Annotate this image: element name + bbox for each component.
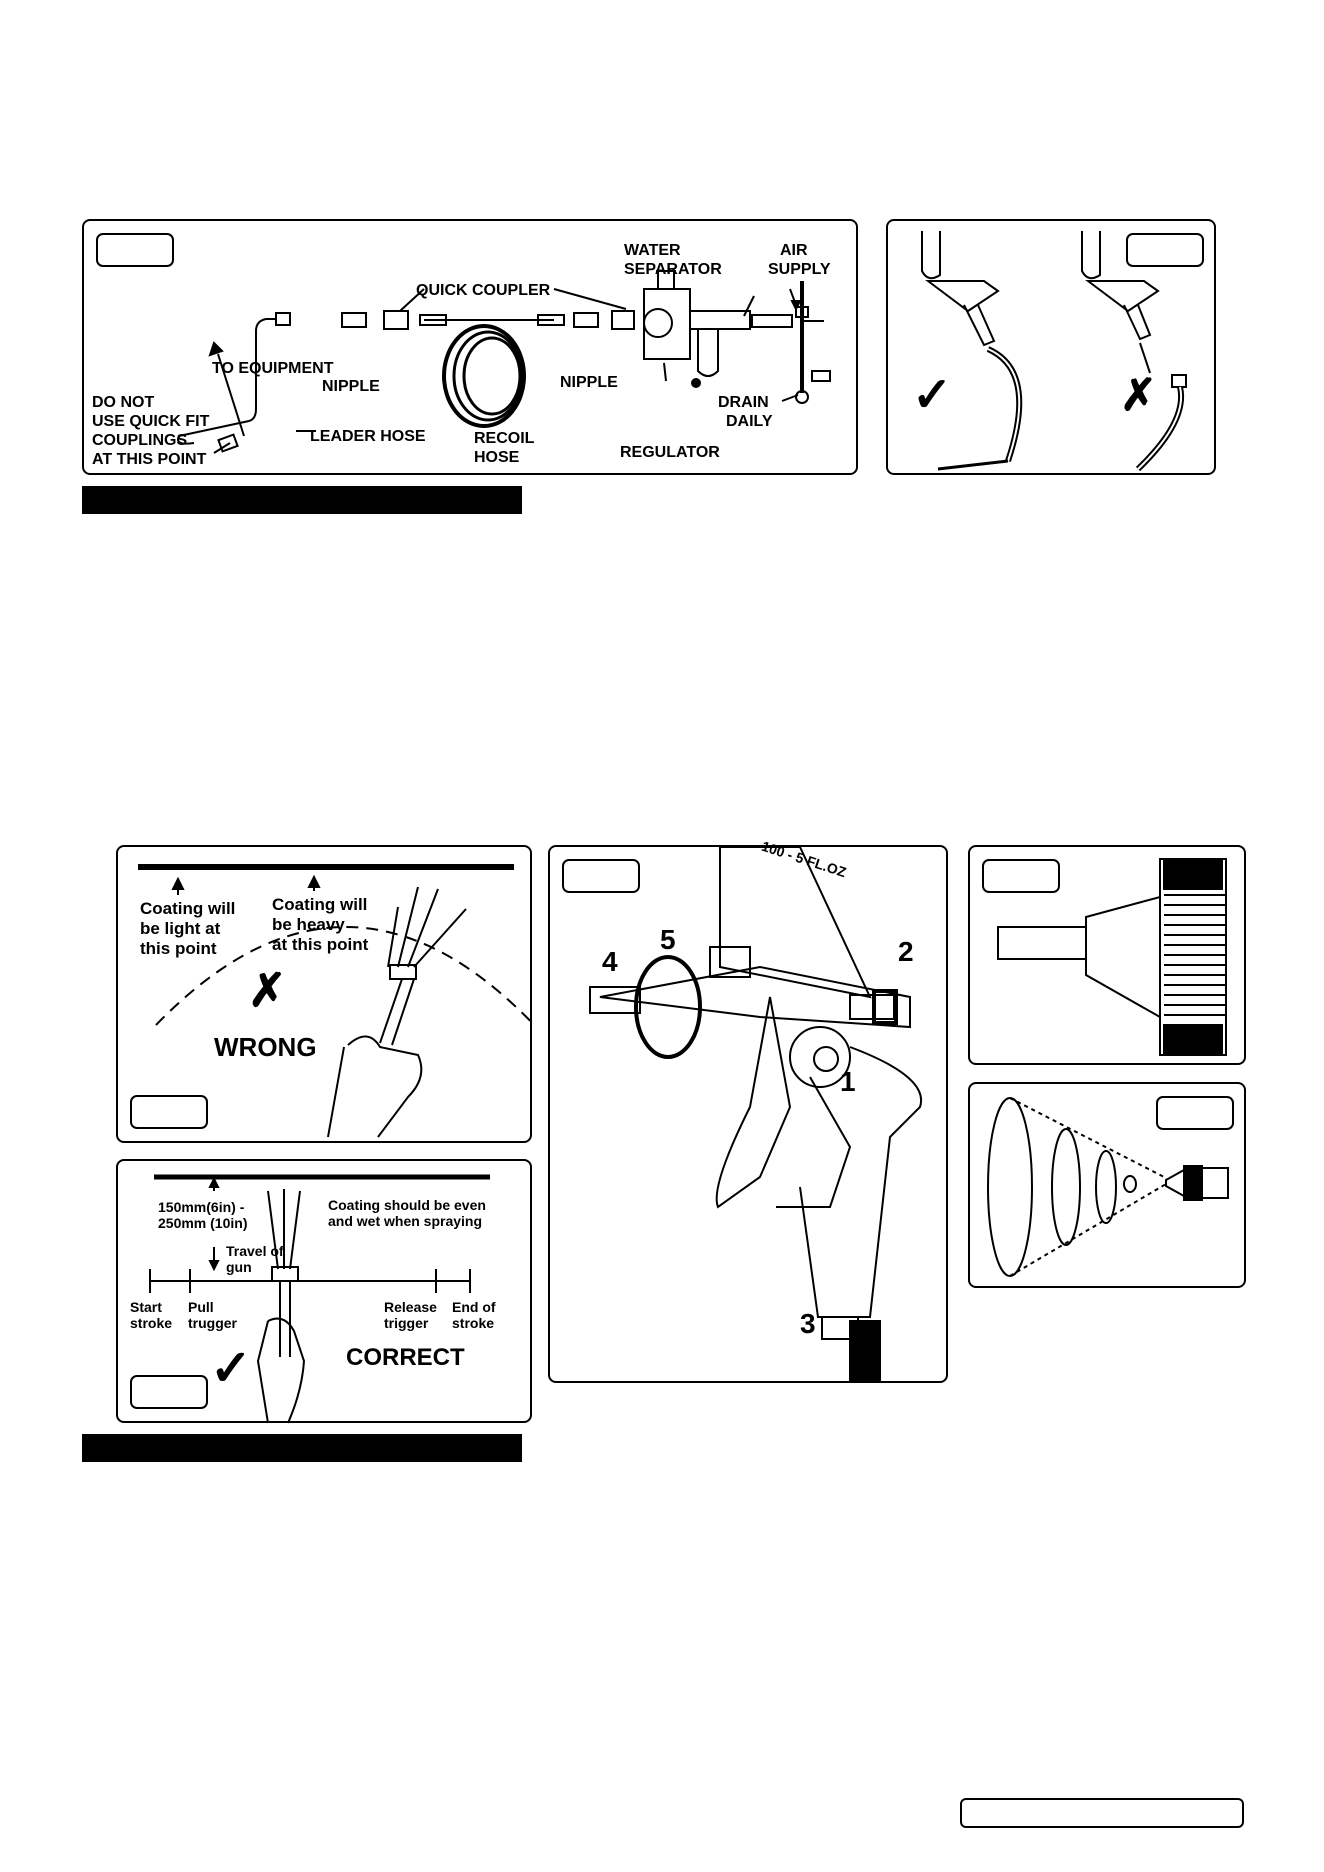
figure-air-cap [968,845,1246,1065]
label-heavy-2: be heavy [272,915,345,934]
label-end-2: stroke [452,1315,495,1331]
figure-number-tag [1156,1096,1234,1130]
spray-pattern-diagram [987,1097,1229,1277]
label-distance-1: 150mm(6in) - [158,1199,245,1215]
figure-number-tag [562,859,640,893]
label-drain-1: DRAIN [718,394,769,411]
hose-connection-diagram [921,231,1187,472]
label-do-not-4: AT THIS POINT [92,451,207,468]
callout-1: 1 [840,1066,856,1097]
coupler-left-shape [383,310,409,330]
label-recoil-2: HOSE [474,449,520,466]
label-end-1: End of [452,1299,496,1315]
label-do-not-3: COUPLINGS [92,432,188,449]
label-nipple-right: NIPPLE [560,374,618,391]
label-heavy-3: at this point [272,935,369,954]
figure-number-tag [96,233,174,267]
label-quick-coupler: QUICK COUPLER [416,282,551,299]
check-mark-icon: ✓ [210,1340,252,1396]
label-light-2: be light at [140,919,221,938]
label-heavy-1: Coating will [272,895,368,914]
label-light-3: this point [140,939,217,958]
label-regulator: REGULATOR [620,444,720,461]
spray-gun-icon [589,847,923,1382]
label-correct: CORRECT [346,1344,465,1371]
figure-number-tag [1126,233,1204,267]
callout-4: 4 [602,946,618,977]
cross-mark-icon: ✗ [248,964,287,1016]
leader-hose-fitting [275,312,291,326]
figure-number-tag [130,1095,208,1129]
figure-number-tag [130,1375,208,1409]
label-release-2: trigger [384,1315,429,1331]
label-release-1: Release [384,1299,437,1315]
figure-number-tag [982,859,1060,893]
label-start-2: stroke [130,1315,173,1331]
label-recoil-1: RECOIL [474,430,535,447]
label-light-1: Coating will [140,899,236,918]
label-nipple-left: NIPPLE [322,378,380,395]
label-start-1: Start [130,1299,162,1315]
label-water-1: WATER [624,242,681,259]
figure-spray-gun-parts: 100 - 5 FL.OZ 1 2 3 4 5 [548,838,948,1383]
footer-page-box [960,1798,1244,1828]
figure-correct-technique: 150mm(6in) - 250mm (10in) Coating should… [116,1159,532,1424]
leader-hose-line [177,318,276,445]
label-travel-2: gun [226,1259,252,1275]
label-water-2: SEPARATOR [624,261,722,278]
section-heading-bar [82,1434,522,1462]
label-pull-2: trugger [188,1315,237,1331]
callout-5: 5 [660,924,676,955]
label-air-2: SUPPLY [768,261,831,278]
check-mark-icon: ✓ [912,369,953,422]
label-distance-2: 250mm (10in) [158,1215,248,1231]
leader-hose-end-fitting [217,433,239,453]
label-drain-2: DAILY [726,413,773,430]
figure-wrong-technique: Coating will be light at this point Coat… [116,845,534,1143]
label-even-2: and wet when spraying [328,1213,483,1229]
wrong-technique-diagram [138,864,534,1138]
gun-cup-left [921,231,941,280]
label-even-1: Coating should be even [328,1197,486,1213]
nipple-left-shape [341,312,367,328]
section-heading-bar [82,486,522,514]
figure-hose-connection: ✓ ✗ [886,219,1216,475]
label-travel-1: Travel of [226,1243,284,1259]
label-leader-hose: LEADER HOSE [310,428,426,445]
label-pull-1: Pull [188,1299,214,1315]
label-to-equipment: TO EQUIPMENT [212,360,334,377]
cross-mark-icon: ✗ [1120,371,1157,420]
callout-3: 3 [800,1308,816,1339]
label-air-1: AIR [780,242,808,259]
figure-airline-layout: TO EQUIPMENT DO NOT USE QUICK FIT COUPLI… [82,219,858,475]
callout-2: 2 [898,936,914,967]
air-cap-diagram [997,858,1227,1056]
label-do-not-2: USE QUICK FIT [92,413,210,430]
label-do-not-1: DO NOT [92,394,155,411]
airline-diagram [177,270,831,454]
correct-technique-diagram [149,1174,490,1424]
label-wrong: WRONG [214,1032,317,1062]
figure-spray-pattern [968,1082,1246,1288]
